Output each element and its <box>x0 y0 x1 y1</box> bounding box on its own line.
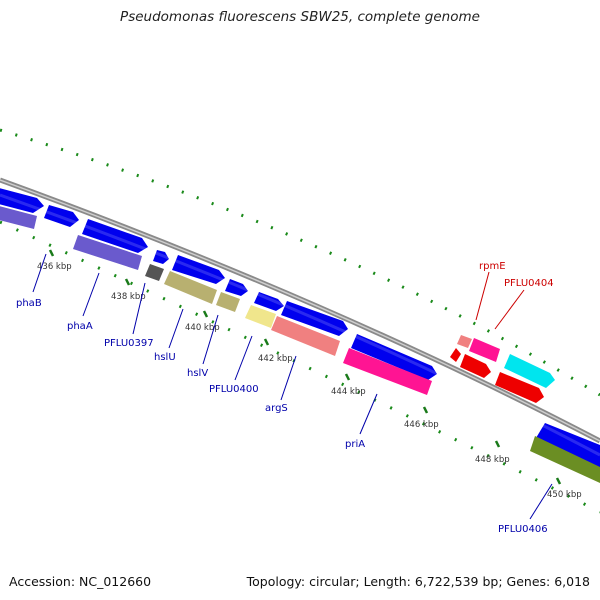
scale-tick-labels: 436 kbp 438 kbp 440 kbp 442 kbp 444 kbp … <box>37 262 582 500</box>
gene-feature-olive-dark[interactable] <box>530 436 600 483</box>
tick-label: 442 kbp <box>258 354 293 364</box>
gene-label-phaA[interactable]: phaA <box>67 321 93 332</box>
gene-label-hslU[interactable]: hslU <box>154 352 176 363</box>
gene-feature-red[interactable] <box>460 354 491 378</box>
gene-feature-red[interactable] <box>450 348 461 362</box>
feature-shading <box>0 193 600 457</box>
gene-feature-cyan[interactable] <box>504 354 555 388</box>
tick-label: 446 kbp <box>404 420 439 430</box>
reverse-strand-features <box>0 205 600 483</box>
gene-feature-salmon[interactable] <box>271 316 340 356</box>
gene-feature-lavender[interactable] <box>73 235 142 270</box>
gene-label-PFLU0404[interactable]: PFLU0404 <box>504 278 554 289</box>
scale-tick-marks <box>48 249 562 485</box>
gene-feature-magenta-small[interactable] <box>469 338 500 362</box>
gene-label-priA[interactable]: priA <box>345 439 365 450</box>
accession-text: Accession: NC_012660 <box>9 574 152 589</box>
gene-label-PFLU0400[interactable]: PFLU0400 <box>209 384 259 395</box>
gene-feature-forward[interactable] <box>0 187 44 213</box>
gene-label-phaB[interactable]: phaB <box>16 298 42 309</box>
gc-skew-track-outer <box>0 128 600 397</box>
gene-feature-forward[interactable] <box>281 301 348 336</box>
gene-feature-salmon-small[interactable] <box>457 335 472 348</box>
gene-feature-forward[interactable] <box>351 334 437 380</box>
tick-label: 448 kbp <box>475 455 510 465</box>
gene-label-PFLU0397[interactable]: PFLU0397 <box>104 338 154 349</box>
gene-feature-olive[interactable] <box>164 271 217 304</box>
gene-labels: phaB phaA PFLU0397 hslU hslV PFLU0400 ar… <box>16 261 554 535</box>
backbone-line-inner <box>0 179 600 442</box>
tick-label: 444 kbp <box>331 387 366 397</box>
gene-feature-forward[interactable] <box>44 205 79 227</box>
tick-label: 436 kbp <box>37 262 72 272</box>
gene-feature-forward[interactable] <box>172 255 225 284</box>
label-leader-lines <box>32 253 553 520</box>
topology-summary: Topology: circular; Length: 6,722,539 bp… <box>246 574 590 589</box>
gene-feature-forward[interactable] <box>225 279 248 296</box>
gene-feature-forward[interactable] <box>254 292 284 311</box>
gc-skew-track-inner <box>0 220 600 514</box>
gene-feature-olive[interactable] <box>216 292 240 312</box>
gene-label-hslV[interactable]: hslV <box>187 368 208 379</box>
tick-label: 450 kbp <box>547 490 582 500</box>
gene-feature-lavender[interactable] <box>0 205 37 229</box>
gene-label-PFLU0406[interactable]: PFLU0406 <box>498 524 548 535</box>
gene-feature-red[interactable] <box>495 372 544 403</box>
forward-strand-features <box>0 187 600 470</box>
gene-feature-gray[interactable] <box>145 264 164 281</box>
tick-label: 440 kbp <box>185 323 220 333</box>
gene-feature-forward[interactable] <box>536 423 600 470</box>
gene-feature-forward[interactable] <box>82 219 148 253</box>
map-title: Pseudomonas fluorescens SBW25, complete … <box>120 9 480 25</box>
gene-feature-magenta[interactable] <box>343 348 432 395</box>
gene-label-rpmE[interactable]: rpmE <box>479 261 506 272</box>
tick-label: 438 kbp <box>111 292 146 302</box>
gene-label-argS[interactable]: argS <box>265 403 288 414</box>
gene-feature-pale-yellow[interactable] <box>245 305 276 328</box>
gene-feature-forward[interactable] <box>153 250 169 264</box>
label-leader-lines-red <box>475 271 525 330</box>
